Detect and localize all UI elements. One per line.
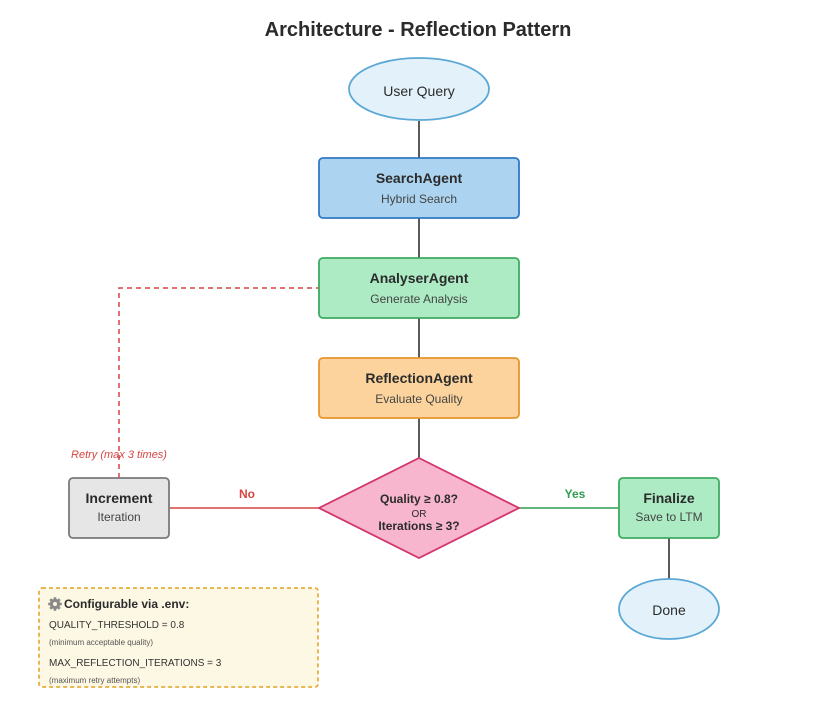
user-query-shape — [348, 57, 490, 121]
finalize-sub: Save to LTM — [635, 510, 702, 524]
node-analyser-agent: AnalyserAgent Generate Analysis — [318, 257, 520, 319]
decision-shape — [316, 456, 522, 560]
reflection-agent-shape — [318, 357, 520, 419]
analyser-agent-sub: Generate Analysis — [370, 292, 467, 306]
increment-label: Increment — [86, 490, 153, 506]
analyser-agent-shape — [318, 257, 520, 319]
search-agent-sub: Hybrid Search — [381, 192, 457, 206]
user-query-label: User Query — [383, 83, 455, 99]
finalize-shape — [618, 477, 720, 539]
edge-retry-loop — [118, 287, 319, 478]
analyser-agent-label: AnalyserAgent — [370, 270, 469, 286]
retry-label: Retry (max 3 times) — [71, 449, 167, 461]
decision-line-3: Iterations ≥ 3? — [378, 519, 459, 533]
reflection-agent-label: ReflectionAgent — [365, 370, 473, 386]
node-reflection-agent: ReflectionAgent Evaluate Quality — [318, 357, 520, 419]
decision-line-2: OR — [412, 509, 427, 520]
config-item-quality-threshold: QUALITY_THRESHOLD = 0.8 — [49, 620, 185, 631]
increment-shape — [68, 477, 170, 539]
yes-label: Yes — [565, 487, 586, 501]
finalize-label: Finalize — [643, 490, 695, 506]
increment-sub: Iteration — [97, 510, 140, 524]
config-note-max-iterations: (maximum retry attempts) — [49, 676, 140, 685]
node-search-agent: SearchAgent Hybrid Search — [318, 157, 520, 219]
node-user-query: User Query — [348, 57, 490, 121]
diagram-title: Architecture - Reflection Pattern — [265, 19, 572, 41]
config-box-shape — [38, 587, 319, 688]
node-done: Done — [618, 578, 720, 640]
config-heading: Configurable via .env: — [64, 597, 189, 611]
search-agent-label: SearchAgent — [376, 170, 463, 186]
node-finalize: Finalize Save to LTM — [618, 477, 720, 539]
connectors — [118, 121, 670, 580]
no-label: No — [239, 487, 255, 501]
config-box: Configurable via .env: QUALITY_THRESHOLD… — [38, 587, 319, 688]
node-increment: Increment Iteration — [68, 477, 170, 539]
decision-line-1: Quality ≥ 0.8? — [380, 492, 458, 506]
config-item-max-iterations: MAX_REFLECTION_ITERATIONS = 3 — [49, 658, 222, 669]
reflection-agent-sub: Evaluate Quality — [375, 392, 462, 406]
done-shape — [618, 578, 720, 640]
done-label: Done — [652, 602, 686, 618]
node-decision: Quality ≥ 0.8? OR Iterations ≥ 3? — [316, 456, 522, 560]
search-agent-shape — [318, 157, 520, 219]
config-note-quality-threshold: (minimum acceptable quality) — [49, 638, 153, 647]
gear-icon — [48, 597, 62, 611]
